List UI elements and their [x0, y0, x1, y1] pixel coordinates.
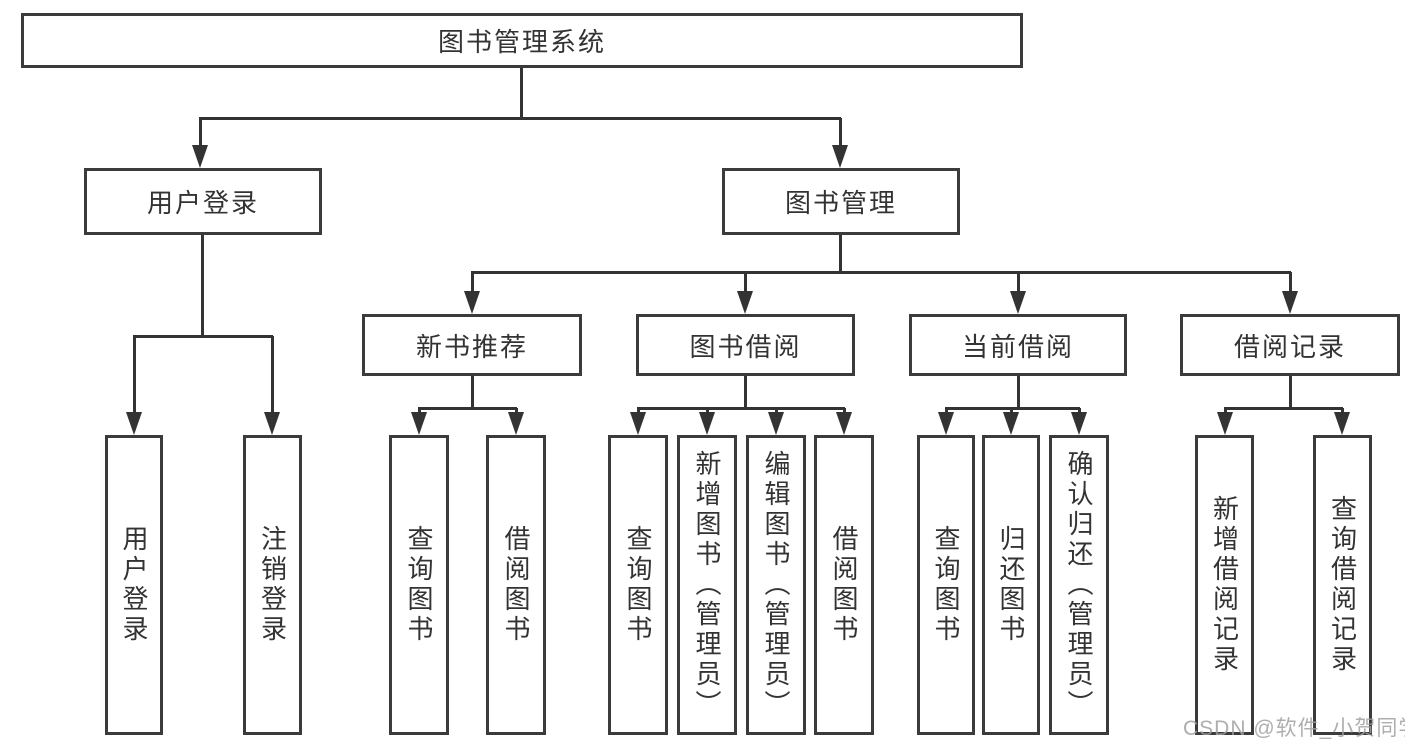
connector-line — [1016, 376, 1020, 408]
node-leaf-query-book-3-label: 查询图书 — [931, 525, 961, 645]
node-current-borrow: 当前借阅 — [909, 314, 1127, 376]
arrowhead-icon — [411, 412, 427, 435]
node-leaf-query-book-1-label: 查询图书 — [404, 525, 434, 645]
connector-line — [743, 272, 747, 295]
arrowhead-icon — [1282, 291, 1298, 314]
arrowhead-icon — [264, 412, 280, 435]
node-leaf-add-book-label: 新增图书（管理员） — [692, 450, 722, 720]
connector-line — [133, 334, 273, 338]
node-leaf-user-login-label: 用户登录 — [119, 525, 149, 645]
arrowhead-icon — [1010, 291, 1026, 314]
node-leaf-borrow-book-1: 借阅图书 — [486, 435, 546, 735]
connector-line — [270, 336, 274, 416]
node-leaf-return-book-label: 归还图书 — [996, 525, 1026, 645]
node-leaf-query-book-3: 查询图书 — [917, 435, 975, 735]
arrowhead-icon — [1334, 412, 1350, 435]
node-book-borrow-label: 图书借阅 — [689, 331, 802, 362]
node-leaf-query-borrow-record-label: 查询借阅记录 — [1327, 495, 1358, 675]
watermark: CSDN @软件_小贺同学 — [1183, 717, 1405, 740]
node-leaf-confirm-return: 确认归还（管理员） — [1049, 435, 1109, 735]
connector-line — [838, 118, 842, 149]
node-new-book-recommend: 新书推荐 — [362, 314, 582, 376]
connector-line — [519, 68, 523, 118]
connector-line — [743, 376, 747, 408]
node-new-book-recommend-label: 新书推荐 — [415, 331, 528, 362]
connector-line — [200, 235, 204, 336]
connector-line — [471, 270, 1291, 274]
connector-line — [198, 118, 202, 149]
node-leaf-query-book-2: 查询图书 — [608, 435, 668, 735]
connector-line — [838, 235, 842, 272]
arrowhead-icon — [508, 412, 524, 435]
connector-line — [470, 272, 474, 295]
arrowhead-icon — [126, 412, 142, 435]
node-leaf-add-borrow-record-label: 新增借阅记录 — [1209, 495, 1240, 675]
node-root: 图书管理系统 — [21, 13, 1023, 68]
node-leaf-confirm-return-label: 确认归还（管理员） — [1064, 450, 1094, 720]
node-leaf-edit-book-label: 编辑图书（管理员） — [761, 450, 791, 720]
arrowhead-icon — [1071, 412, 1087, 435]
node-borrow-records-label: 借阅记录 — [1233, 331, 1346, 362]
node-user-login-label: 用户登录 — [146, 188, 259, 218]
arrowhead-icon — [1003, 412, 1019, 435]
connector-line — [1288, 272, 1292, 295]
node-root-label: 图书管理系统 — [437, 27, 606, 57]
connector-line — [470, 376, 474, 408]
node-leaf-add-borrow-record: 新增借阅记录 — [1195, 435, 1254, 735]
node-user-login: 用户登录 — [84, 168, 322, 235]
node-leaf-return-book: 归还图书 — [982, 435, 1040, 735]
connector-line — [637, 406, 845, 410]
node-leaf-borrow-book-2-label: 借阅图书 — [829, 525, 859, 645]
node-book-management-label: 图书管理 — [784, 188, 897, 218]
connector-line — [132, 336, 136, 416]
arrowhead-icon — [768, 412, 784, 435]
node-leaf-user-login: 用户登录 — [105, 435, 163, 735]
arrowhead-icon — [699, 412, 715, 435]
node-borrow-records: 借阅记录 — [1180, 314, 1400, 376]
node-book-management: 图书管理 — [722, 168, 960, 235]
node-leaf-borrow-book-2: 借阅图书 — [814, 435, 874, 735]
connector-line — [1288, 376, 1292, 408]
node-leaf-logout: 注销登录 — [243, 435, 302, 735]
node-leaf-query-book-1: 查询图书 — [389, 435, 449, 735]
connector-line — [945, 406, 1080, 410]
connector-line — [199, 116, 841, 120]
arrowhead-icon — [832, 145, 848, 168]
arrowhead-icon — [836, 412, 852, 435]
arrowhead-icon — [464, 291, 480, 314]
arrowhead-icon — [630, 412, 646, 435]
node-leaf-add-book: 新增图书（管理员） — [677, 435, 737, 735]
arrowhead-icon — [192, 145, 208, 168]
arrowhead-icon — [1217, 412, 1233, 435]
arrowhead-icon — [737, 291, 753, 314]
node-leaf-edit-book: 编辑图书（管理员） — [746, 435, 806, 735]
connector-line — [1016, 272, 1020, 295]
connector-line — [418, 406, 517, 410]
node-leaf-logout-label: 注销登录 — [257, 525, 288, 645]
connector-line — [1224, 406, 1343, 410]
arrowhead-icon — [938, 412, 954, 435]
node-book-borrow: 图书借阅 — [636, 314, 855, 376]
node-leaf-query-borrow-record: 查询借阅记录 — [1313, 435, 1372, 735]
node-leaf-query-book-2-label: 查询图书 — [623, 525, 653, 645]
node-current-borrow-label: 当前借阅 — [961, 331, 1074, 362]
node-leaf-borrow-book-1-label: 借阅图书 — [501, 525, 531, 645]
